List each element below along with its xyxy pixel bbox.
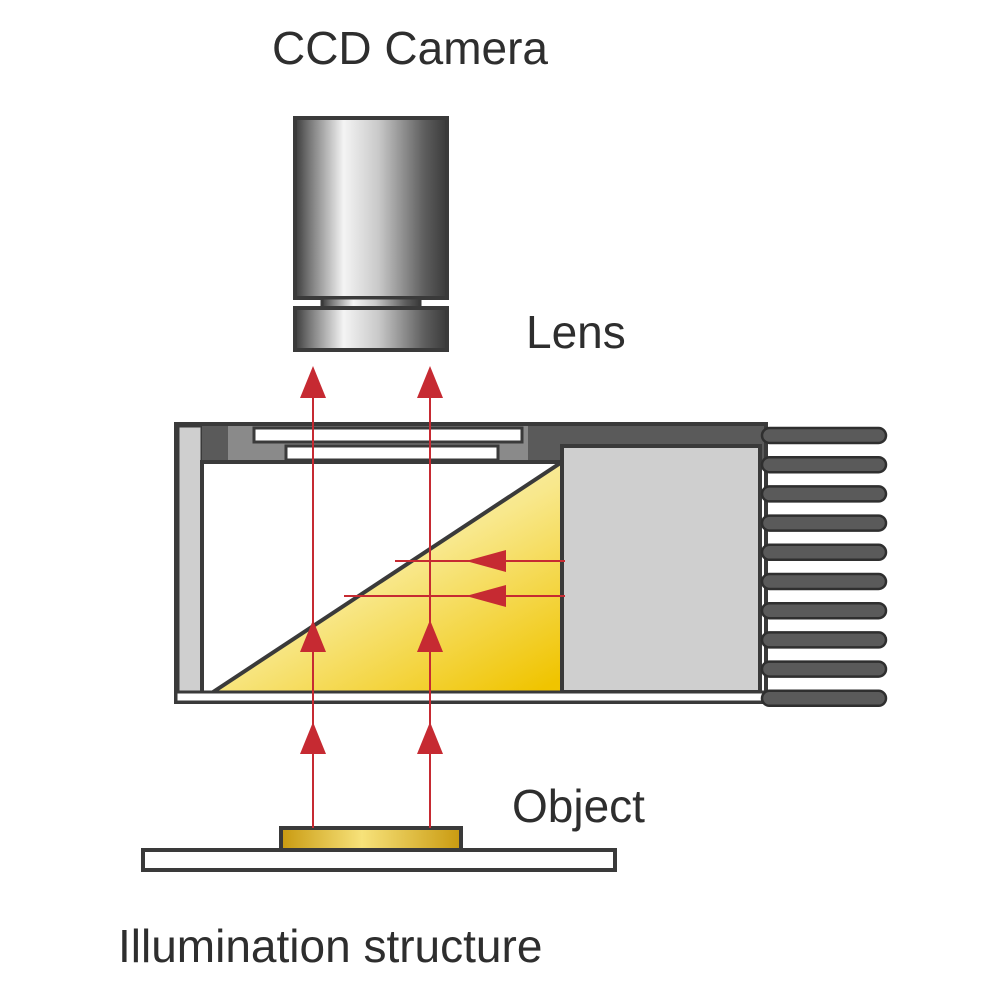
heat-sink-fin bbox=[760, 631, 888, 649]
heat-sink-fin bbox=[760, 485, 888, 503]
ray-arrow bbox=[417, 722, 443, 754]
ray-arrow bbox=[466, 585, 506, 607]
illumination-housing bbox=[174, 422, 768, 704]
ray-arrow bbox=[417, 620, 443, 652]
heat-sink-fin bbox=[760, 426, 888, 445]
light-rays bbox=[300, 366, 565, 828]
camera-label: CCD Camera bbox=[272, 22, 548, 74]
heat-sink-fin bbox=[760, 514, 888, 532]
ray-arrow bbox=[300, 366, 326, 398]
heat-sink-fins bbox=[760, 426, 888, 708]
heat-sink-fin bbox=[760, 601, 888, 620]
heat-sink-fin bbox=[760, 660, 888, 678]
object-label: Object bbox=[512, 780, 645, 832]
object-sample bbox=[279, 826, 463, 852]
illumination-label: Illumination structure bbox=[118, 920, 542, 972]
object-stage bbox=[141, 826, 617, 872]
ccd-camera bbox=[293, 116, 449, 352]
ray-arrow bbox=[300, 722, 326, 754]
light-source-block bbox=[560, 444, 762, 694]
ray-arrow bbox=[466, 550, 506, 572]
housing-bottom-edge bbox=[174, 690, 768, 704]
heat-sink-fin bbox=[760, 572, 888, 591]
ray-arrow bbox=[417, 366, 443, 398]
lens-label: Lens bbox=[526, 306, 626, 358]
heat-sink-fin bbox=[760, 455, 888, 474]
heat-sink-fin bbox=[760, 543, 888, 562]
ray-arrow bbox=[300, 620, 326, 652]
top-window-lower bbox=[284, 444, 500, 462]
top-window-upper bbox=[252, 426, 524, 444]
stage-plate bbox=[141, 848, 617, 872]
camera-body bbox=[293, 116, 449, 300]
housing-left-wall bbox=[176, 424, 204, 702]
lens bbox=[293, 306, 449, 352]
heat-sink-fin bbox=[760, 689, 888, 708]
